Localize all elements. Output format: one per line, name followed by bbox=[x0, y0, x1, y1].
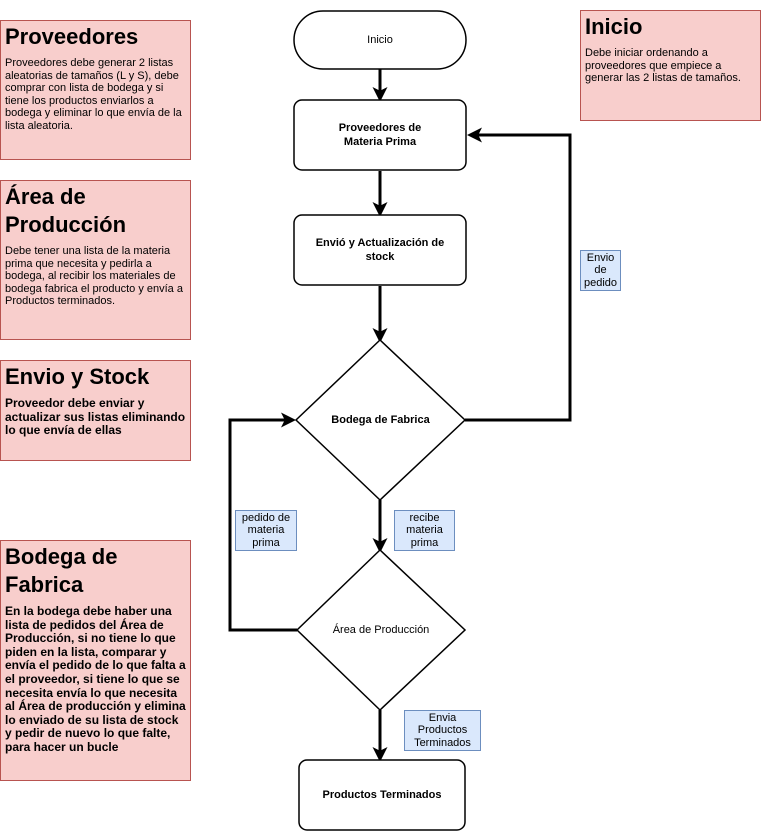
node-proveedores-shape bbox=[293, 99, 467, 171]
node-area-shape bbox=[295, 548, 467, 712]
edge-label-line: prima bbox=[252, 536, 280, 549]
edge-label-line: Productos bbox=[417, 724, 468, 737]
note-title: Envio y Stock bbox=[5, 364, 150, 389]
node-productos-label: Productos Terminados bbox=[322, 789, 442, 801]
node-envio: Envió y Actualización de stock bbox=[294, 215, 466, 285]
edge-label-line: prima bbox=[410, 536, 439, 549]
note-body: Proveedor debe enviar y actualizar sus l… bbox=[5, 396, 186, 438]
edge-label-line: recibe bbox=[409, 511, 440, 524]
note-title: Proveedores bbox=[5, 24, 139, 49]
node-area: Área de Producción bbox=[297, 610, 465, 650]
edge-label-line: Terminados bbox=[414, 736, 471, 749]
note-envio-stock: Envio y Stock Proveedor debe enviar y ac… bbox=[0, 360, 191, 461]
edge-label-pedido-materia: pedido de materia prima bbox=[235, 510, 297, 551]
node-inicio: Inicio bbox=[294, 11, 466, 69]
note-bodega-fabrica: Bodega de Fabrica En la bodega debe habe… bbox=[0, 540, 191, 781]
node-envio-label-1: Envió y Actualización de bbox=[315, 237, 445, 249]
note-inicio: Inicio Debe iniciar ordenando a proveedo… bbox=[580, 10, 761, 121]
edge-label-line: materia bbox=[247, 524, 285, 537]
edge-label-line: Envio bbox=[586, 251, 615, 264]
note-title: Área de Producción bbox=[5, 184, 127, 237]
note-area-produccion: Área de Producción Debe tener una lista … bbox=[0, 180, 191, 340]
edge-label-line: pedido de bbox=[241, 511, 291, 524]
node-envio-shape bbox=[293, 214, 467, 286]
note-title: Bodega de Fabrica bbox=[5, 544, 118, 597]
note-body: Debe tener una lista de la materia prima… bbox=[5, 245, 183, 308]
edge-label-line: de bbox=[594, 264, 607, 277]
edge-label-envio-pedido: Envio de pedido bbox=[580, 250, 621, 291]
note-body: Proveedores debe generar 2 listas aleato… bbox=[5, 57, 182, 132]
node-area-label: Área de Producción bbox=[332, 624, 430, 636]
edge-label-envia-productos: Envia Productos Terminados bbox=[404, 710, 481, 751]
edge-label-line: materia bbox=[406, 524, 443, 537]
node-bodega-label: Bodega de Fabrica bbox=[331, 414, 430, 426]
node-productos-shape bbox=[298, 759, 466, 831]
node-bodega: Bodega de Fabrica bbox=[296, 400, 465, 440]
node-bodega-shape bbox=[294, 338, 467, 502]
note-body: Debe iniciar ordenando a proveedores que… bbox=[585, 47, 741, 85]
node-inicio-label: Inicio bbox=[367, 34, 393, 46]
node-productos: Productos Terminados bbox=[299, 760, 465, 830]
edge-label-recibe-materia: recibe materia prima bbox=[394, 510, 455, 551]
node-envio-label-2: stock bbox=[365, 251, 395, 263]
node-inicio-shape bbox=[293, 10, 467, 70]
note-body: En la bodega debe haber una lista de ped… bbox=[5, 604, 186, 754]
node-proveedores-label-2: Materia Prima bbox=[343, 136, 417, 148]
arrow-bodega-to-proveedores bbox=[465, 127, 572, 422]
arrow-area-to-bodega bbox=[228, 412, 297, 632]
node-proveedores: Proveedores de Materia Prima bbox=[294, 100, 466, 170]
note-title: Inicio bbox=[585, 14, 643, 39]
node-proveedores-label-1: Proveedores de bbox=[338, 122, 422, 134]
edge-label-line: pedido bbox=[583, 276, 618, 289]
edge-label-line: Envia bbox=[428, 711, 457, 724]
note-proveedores: Proveedores Proveedores debe generar 2 l… bbox=[0, 20, 191, 160]
